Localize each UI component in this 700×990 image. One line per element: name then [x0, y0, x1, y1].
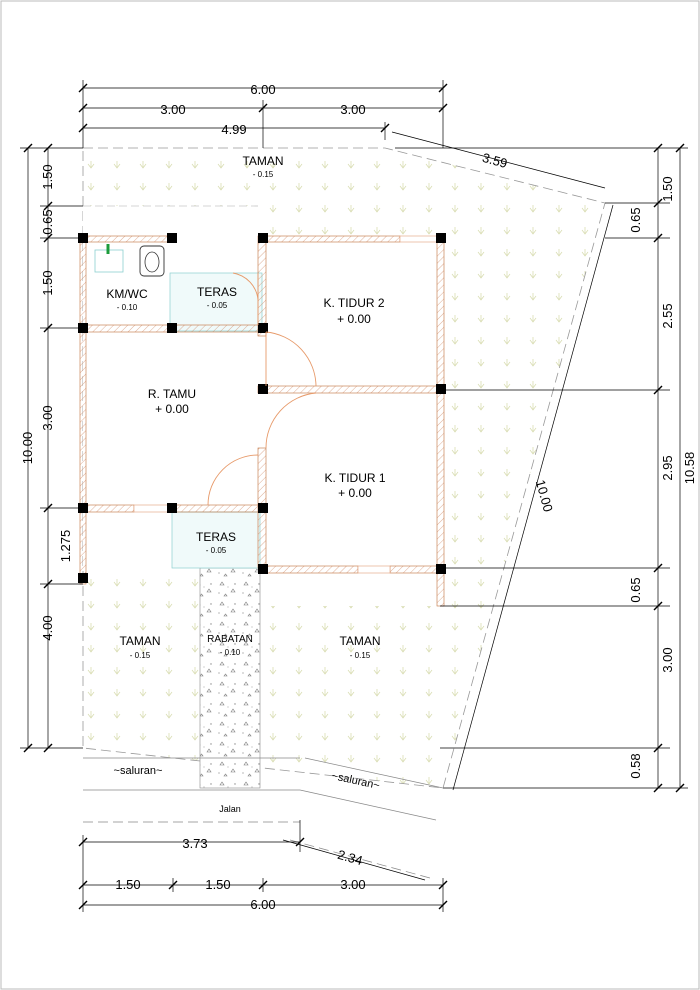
dimension-lines [20, 80, 688, 912]
room-kmwc-level: - 0.10 [117, 303, 138, 312]
dim-right-total: 10.58 [682, 452, 697, 485]
room-k-tidur-2-level: + 0.00 [337, 312, 371, 326]
teras-top-area [169, 272, 263, 332]
dim-right-5: 0.65 [628, 577, 643, 602]
dimension-ticks [23, 83, 685, 910]
site-boundary [82, 147, 606, 789]
dim-top-left: 3.00 [160, 102, 185, 117]
dim-left-5: 1.275 [58, 530, 73, 563]
room-taman-left-level: - 0.15 [130, 651, 151, 660]
dim-left-3: 1.50 [40, 270, 55, 295]
room-teras-bottom-name: TERAS [196, 530, 236, 544]
dim-right-1: 1.50 [660, 176, 675, 201]
dim-left-total: 10.00 [20, 432, 35, 465]
rabatan-level: - 0.10 [220, 648, 241, 657]
room-taman-right-level: - 0.15 [350, 651, 371, 660]
dim-diag-right: 10.00 [533, 478, 556, 513]
dim-right-3: 2.55 [660, 303, 675, 328]
toilet-fixture [94, 244, 165, 277]
room-kmwc-name: KM/WC [106, 287, 148, 301]
dim-right-6: 3.00 [660, 647, 675, 672]
dim-right-4: 2.95 [660, 455, 675, 480]
room-taman-right-name: TAMAN [339, 634, 380, 648]
dim-right-2: 0.65 [628, 207, 643, 232]
room-k-tidur-1-level: + 0.00 [338, 486, 372, 500]
walls [79, 235, 445, 607]
room-r-tamu-level: + 0.00 [155, 402, 189, 416]
rabatan-path [199, 567, 261, 789]
dim-left-1: 1.50 [40, 164, 55, 189]
room-taman-top-name: TAMAN [242, 154, 283, 168]
room-teras-bottom-level: - 0.05 [206, 546, 227, 555]
room-r-tamu-name: R. TAMU [148, 387, 196, 401]
saluran-left-label: ~saluran~ [114, 765, 163, 777]
dim-diag-top: 3.59 [481, 150, 509, 171]
room-teras-top-name: TERAS [197, 285, 237, 299]
teras-bottom-area [171, 511, 261, 569]
dim-top-partial: 4.99 [221, 122, 246, 137]
jalan-label: Jalan [219, 804, 241, 814]
dim-bottom-2: 1.50 [205, 877, 230, 892]
dim-bottom-partial: 3.73 [182, 836, 207, 851]
dim-bottom-total: 6.00 [250, 897, 275, 912]
dim-bottom-diag: 2.34 [336, 847, 364, 868]
dim-top-total: 6.00 [250, 82, 275, 97]
road-area [83, 757, 444, 879]
dim-bottom-3: 3.00 [340, 877, 365, 892]
room-teras-top-level: - 0.05 [207, 301, 228, 310]
doors [207, 272, 317, 506]
dim-bottom-1: 1.50 [115, 877, 140, 892]
dim-left-2: 0.65 [40, 209, 55, 234]
room-taman-left-name: TAMAN [119, 634, 160, 648]
room-taman-top-level: - 0.15 [253, 170, 274, 179]
dim-right-7: 0.58 [628, 753, 643, 778]
dim-top-right: 3.00 [340, 102, 365, 117]
dim-left-4: 3.00 [40, 405, 55, 430]
room-k-tidur-2-name: K. TIDUR 2 [323, 296, 384, 310]
rabatan-name: RABATAN [207, 634, 253, 645]
dim-left-6: 4.00 [40, 615, 55, 640]
room-k-tidur-1-name: K. TIDUR 1 [324, 471, 385, 485]
